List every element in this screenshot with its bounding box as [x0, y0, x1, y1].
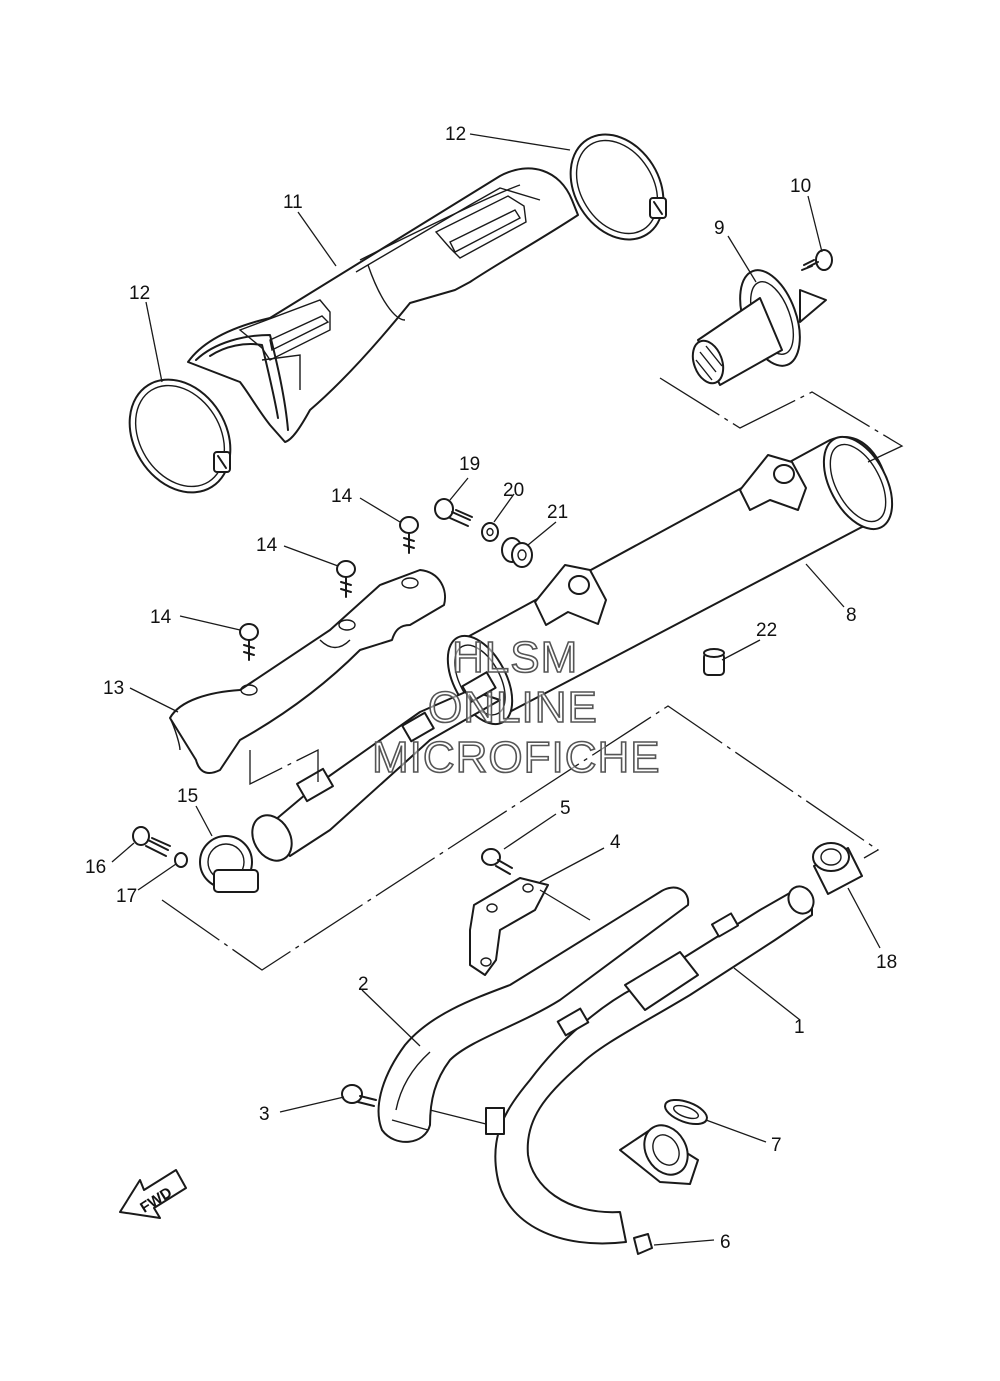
part-19-bolt [434, 498, 473, 527]
callout-7: 7 [771, 1135, 782, 1156]
callout-21: 21 [547, 502, 568, 523]
part-18-gasket [812, 842, 863, 895]
exhaust-flange [619, 1124, 699, 1185]
part-6-nut [633, 1233, 653, 1255]
assembly-dash-lines [161, 377, 904, 1125]
watermark-line-2: ONLINE [428, 683, 598, 732]
mid-pipe [251, 671, 501, 862]
part-1-exhaust-pipe [485, 885, 815, 1245]
callout-12-left: 12 [129, 283, 150, 304]
part-3-bolt [341, 1084, 377, 1107]
callout-8: 8 [846, 605, 857, 626]
part-11-heat-protector [187, 167, 579, 443]
callout-numbers: 1 2 3 4 5 6 7 8 9 10 11 12 12 13 14 14 1… [85, 124, 897, 1253]
leader-lines [111, 133, 881, 1246]
callout-5: 5 [560, 798, 571, 819]
watermark: HLSM ONLINE MICROFICHE [371, 632, 661, 783]
callout-4: 4 [610, 832, 621, 853]
callout-2: 2 [358, 974, 369, 995]
part-15-clamp [199, 835, 259, 893]
callout-19: 19 [459, 454, 480, 475]
part-22-collar [703, 648, 725, 676]
part-12-band-right [569, 133, 667, 241]
callout-10: 10 [790, 176, 811, 197]
part-2-protector [377, 886, 690, 1143]
part-20-washer [481, 522, 499, 542]
callout-20: 20 [503, 480, 524, 501]
part-17-washer [174, 852, 188, 868]
watermark-line-1: HLSM [452, 633, 578, 682]
callout-17: 17 [116, 886, 137, 907]
callout-18: 18 [876, 952, 897, 973]
part-13-protector [169, 569, 446, 774]
callout-16: 16 [85, 857, 106, 878]
callout-14-mid: 14 [256, 535, 278, 556]
part-5-bolt [481, 848, 513, 875]
callout-22: 22 [756, 620, 777, 641]
part-14-bolt-b [336, 560, 356, 598]
part-4-bracket [469, 877, 549, 976]
part-7-gasket [664, 1098, 708, 1126]
callout-9: 9 [714, 218, 725, 239]
fwd-arrow-icon: FWD [119, 1169, 187, 1219]
part-14-bolt-a [239, 623, 259, 661]
watermark-line-3: MICROFICHE [372, 733, 661, 782]
callout-1: 1 [794, 1017, 805, 1038]
callout-6: 6 [720, 1232, 731, 1253]
callout-15: 15 [177, 786, 198, 807]
callout-14-low: 14 [150, 607, 172, 628]
callout-14-high: 14 [331, 486, 353, 507]
part-9-spark-arrester [691, 269, 827, 386]
callout-13: 13 [103, 678, 124, 699]
part-16-bolt [132, 826, 171, 857]
part-14-bolt-c [399, 516, 419, 554]
callout-11: 11 [283, 192, 303, 213]
callout-12-top: 12 [445, 124, 466, 145]
callout-3: 3 [259, 1104, 270, 1125]
part-21-grommet [501, 537, 533, 568]
part-12-band-left [128, 378, 232, 494]
part-10-screw [801, 249, 833, 271]
